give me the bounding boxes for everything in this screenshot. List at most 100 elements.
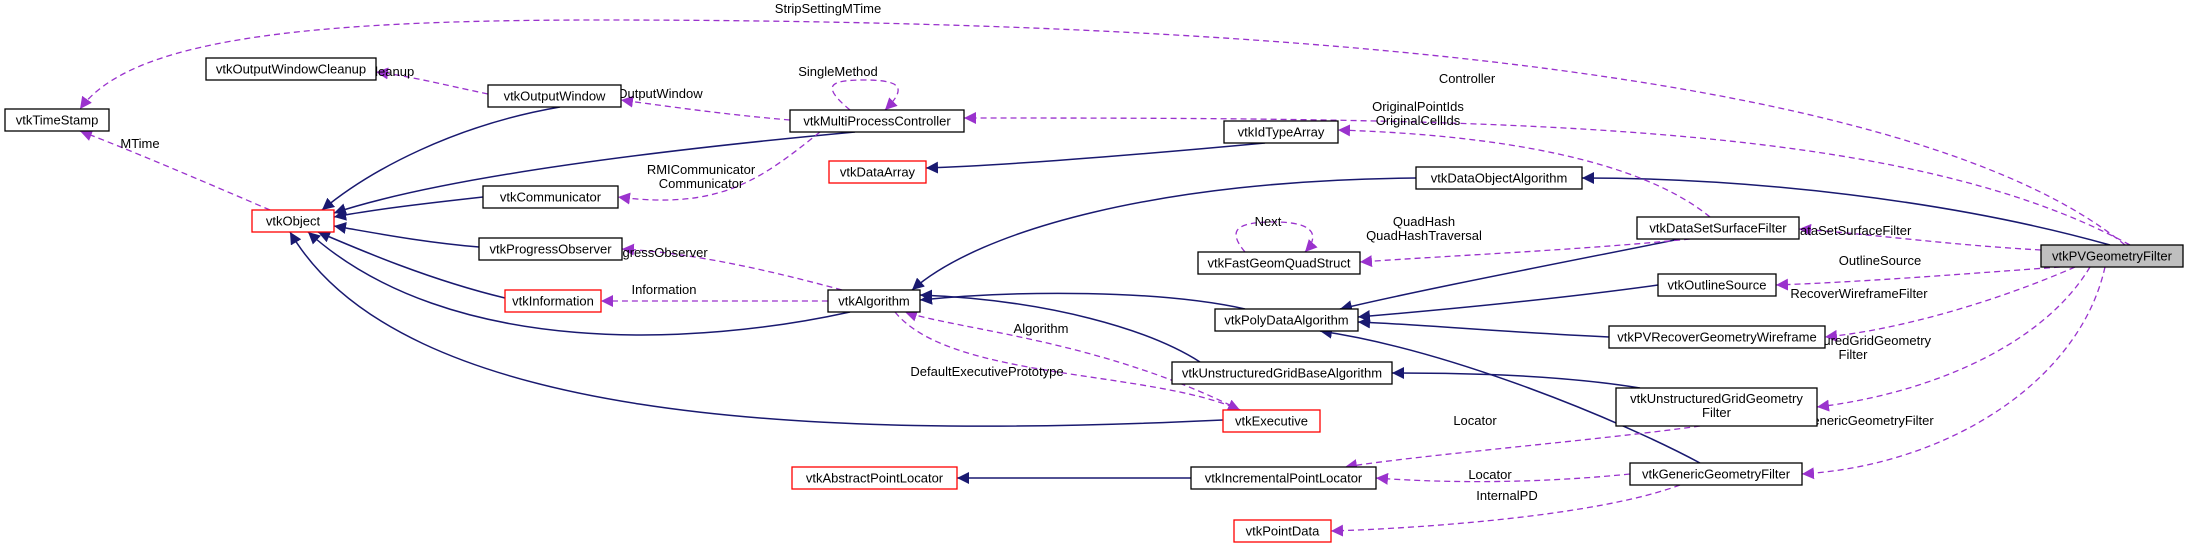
node-label: vtkIncrementalPointLocator xyxy=(1205,471,1363,486)
edge-internal-pd xyxy=(1330,484,1681,537)
node-box xyxy=(828,160,927,184)
node-vtk-data-object-algorithm[interactable]: vtkDataObjectAlgorithm xyxy=(1415,166,1583,190)
node-box xyxy=(789,109,965,133)
edge-recover-polydataalg xyxy=(1357,316,1610,338)
node-vtk-algorithm[interactable]: vtkAlgorithm xyxy=(827,289,921,313)
edge-locator-ugrid xyxy=(1344,425,1701,472)
edge-label-locator-generic: Locator xyxy=(1468,467,1512,482)
node-vtk-poly-data-algorithm[interactable]: vtkPolyDataAlgorithm xyxy=(1214,308,1359,332)
node-vtk-progress-observer[interactable]: vtkProgressObserver xyxy=(478,237,623,261)
node-vtk-abstract-point-locator[interactable]: vtkAbstractPointLocator xyxy=(791,466,958,490)
node-box xyxy=(251,209,335,233)
node-vtk-fast-geom-quad-struct[interactable]: vtkFastGeomQuadStruct xyxy=(1197,251,1361,275)
edge-outputwindow-object xyxy=(321,106,561,211)
node-label: vtkOutputWindowCleanup xyxy=(216,62,366,77)
node-label: vtkPolyDataAlgorithm xyxy=(1224,313,1348,328)
node-label: vtkOutlineSource xyxy=(1668,278,1767,293)
node-vtk-data-set-surface-filter[interactable]: vtkDataSetSurfaceFilter xyxy=(1636,216,1800,240)
edge-dsf-polydataalg xyxy=(1339,238,1681,313)
edge-ugridbasealg-algorithm xyxy=(919,289,1201,363)
edge-label-next: Next xyxy=(1255,214,1282,229)
node-vtk-information[interactable]: vtkInformation xyxy=(504,289,602,313)
edge-information-object xyxy=(317,231,506,299)
node-box xyxy=(205,57,377,81)
node-label: vtkOutputWindow xyxy=(504,89,606,104)
edge-label-single-method: SingleMethod xyxy=(798,64,878,79)
node-box xyxy=(1615,387,1818,427)
edge-singlemethod xyxy=(831,79,899,111)
edge-dataobjalg-algorithm xyxy=(911,177,1417,291)
node-vtk-communicator[interactable]: vtkCommunicator xyxy=(482,185,619,209)
node-label: vtkCommunicator xyxy=(500,190,602,205)
edge-dsf-usage xyxy=(1798,223,2042,251)
edge-quad-hash xyxy=(1359,238,1691,268)
node-box xyxy=(4,108,110,132)
node-label: vtkInformation xyxy=(512,294,594,309)
edge-executive-object xyxy=(289,231,1224,427)
edge-outputwindow-usage xyxy=(620,95,791,121)
edge-label-controller: Controller xyxy=(1439,71,1496,86)
node-vtk-data-array[interactable]: vtkDataArray xyxy=(828,160,927,184)
edge-pvgeom-dataobjalg xyxy=(1581,172,2111,246)
node-label: vtkAbstractPointLocator xyxy=(806,471,944,486)
node-vtk-id-type-array[interactable]: vtkIdTypeArray xyxy=(1223,120,1339,144)
node-label: vtkDataObjectAlgorithm xyxy=(1431,171,1568,186)
node-vtk-pvrecover-geometry-wireframe[interactable]: vtkPVRecoverGeometryWireframe xyxy=(1608,325,1826,349)
node-vtk-multi-process-controller[interactable]: vtkMultiProcessController xyxy=(789,109,965,133)
node-vtk-unstructured-grid-base-algorithm[interactable]: vtkUnstructuredGridBaseAlgorithm xyxy=(1171,361,1393,385)
node-box xyxy=(1415,166,1583,190)
edge-multiprocess-object xyxy=(333,131,856,215)
node-vtk-incremental-point-locator[interactable]: vtkIncrementalPointLocator xyxy=(1190,466,1377,490)
edges-layer xyxy=(79,19,2131,537)
node-label: vtkDataArray xyxy=(840,165,916,180)
edge-dataarray-idtype xyxy=(925,142,1266,174)
node-label: vtkMultiProcessController xyxy=(803,114,951,129)
node-label: vtkAlgorithm xyxy=(838,294,910,309)
node-label: vtkExecutive xyxy=(1235,414,1308,429)
edge-recover-usage xyxy=(1824,266,2076,342)
nodes-layer: vtkPVGeometryFilter vtkTimeStamp vtkOutput… xyxy=(4,57,2184,543)
node-label: vtkGenericGeometryFilter xyxy=(1642,467,1791,482)
edge-original-ids xyxy=(1337,124,1711,218)
edge-communicator-object xyxy=(333,196,484,221)
node-vtk-outline-source[interactable]: vtkOutlineSource xyxy=(1657,273,1777,297)
edge-label-outline-source: OutlineSource xyxy=(1839,253,1921,268)
node-label: vtkUnstructuredGridBaseAlgorithm xyxy=(1182,366,1382,381)
node-vtk-generic-geometry-filter[interactable]: vtkGenericGeometryFilter xyxy=(1629,462,1803,486)
node-box xyxy=(478,237,623,261)
node-box xyxy=(791,466,958,490)
edge-label-output-window: OutputWindow xyxy=(617,86,703,101)
node-box xyxy=(1214,308,1359,332)
edge-outline-polydataalg xyxy=(1357,284,1659,322)
node-box xyxy=(1608,325,1826,349)
node-label: vtkPointData xyxy=(1246,524,1320,539)
node-box xyxy=(1233,519,1332,543)
node-vtk-executive[interactable]: vtkExecutive xyxy=(1222,409,1321,433)
edge-progressobs-usage xyxy=(621,243,843,291)
node-label: vtkFastGeomQuadStruct xyxy=(1207,256,1350,271)
node-box xyxy=(1171,361,1393,385)
node-vtk-point-data[interactable]: vtkPointData xyxy=(1233,519,1332,543)
edge-strip-mtime xyxy=(79,19,2126,246)
node-label: vtkPVGeometryFilter xyxy=(2052,249,2173,264)
node-box xyxy=(1657,273,1777,297)
edge-label-information: Information xyxy=(631,282,696,297)
node-vtk-pvgeometry-filter[interactable]: vtkPVGeometryFilter xyxy=(2040,244,2184,268)
node-box xyxy=(1636,216,1800,240)
node-vtk-object[interactable]: vtkObject xyxy=(251,209,335,233)
edge-outline-usage xyxy=(1775,266,2061,291)
edge-label-cleanup: Cleanup xyxy=(366,64,414,79)
edge-polydataalg-algorithm xyxy=(919,292,1246,310)
node-box xyxy=(1223,120,1339,144)
node-vtk-time-stamp[interactable]: vtkTimeStamp xyxy=(4,108,110,132)
node-vtk-output-window[interactable]: vtkOutputWindow xyxy=(487,84,622,108)
node-vtk-output-window-cleanup[interactable]: vtkOutputWindowCleanup xyxy=(205,57,377,81)
node-label: vtkPVRecoverGeometryWireframe xyxy=(1617,330,1816,345)
edge-next xyxy=(1235,221,1318,253)
